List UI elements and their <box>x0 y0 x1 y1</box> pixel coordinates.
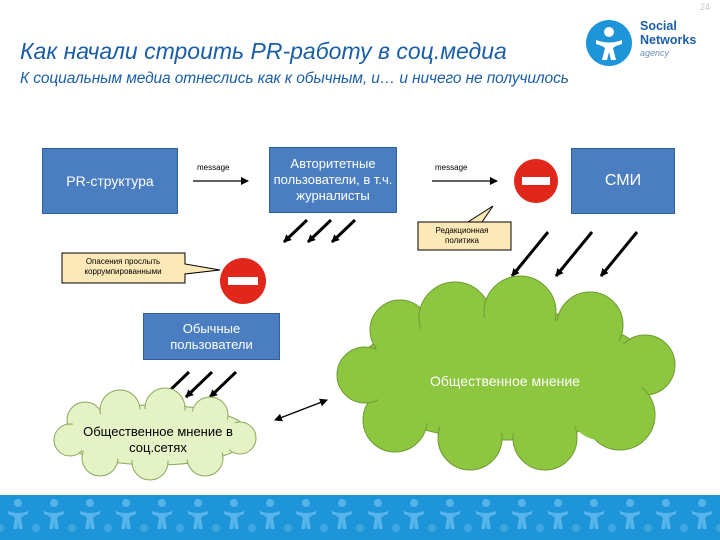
logo-line1: Social <box>640 19 677 33</box>
page-number: 24 <box>699 2 710 12</box>
logo-text: Social Networks agency <box>640 19 697 61</box>
authoritative-users-label: Авторитетные пользователи, в т.ч. журнал… <box>273 156 393 203</box>
fear-callout-text: Опасения прослыть коррумпированными <box>84 257 162 276</box>
person-icon <box>586 20 632 66</box>
pr-structure-label: PR-структура <box>66 173 154 189</box>
public-opinion-cloud <box>336 275 676 471</box>
slide-title: Как начали строить PR-работу в соц.медиа <box>20 38 507 64</box>
fear-callout-shape <box>61 252 221 284</box>
stop-sign-icon-media <box>514 159 558 203</box>
public-opinion-label: Общественное мнение <box>430 373 580 389</box>
decorative-bottom-band <box>0 495 720 540</box>
social-opinion-cloud <box>53 387 257 481</box>
media-label: СМИ <box>604 172 642 189</box>
slide-subtitle: К социальным медиа отнеслись как к обычн… <box>20 70 569 87</box>
media-arrows <box>510 231 639 277</box>
logo-line3: agency <box>640 48 670 58</box>
social-networks-logo: Social Networks agency <box>586 18 718 68</box>
authoritative-users-box: Авторитетные пользователи, в т.ч. журнал… <box>269 147 397 213</box>
message-label-1: message <box>197 163 230 172</box>
logo-line2: Networks <box>640 32 697 47</box>
stop-sign-icon-users <box>220 258 266 304</box>
ordinary-users-box: Обычные пользователи <box>143 313 280 360</box>
editorial-callout-shape <box>417 205 512 251</box>
social-opinion-label: Общественное мнение в соц.сетях <box>83 424 233 455</box>
auth-arrows <box>282 218 357 244</box>
message-label-2: message <box>435 163 468 172</box>
media-box: СМИ <box>571 148 675 214</box>
bidirectional-arrow <box>274 398 328 422</box>
pr-structure-box: PR-структура <box>42 148 178 214</box>
editorial-policy-text: Редакционная политика <box>435 226 489 245</box>
ordinary-users-label: Обычные пользователи <box>170 320 253 352</box>
